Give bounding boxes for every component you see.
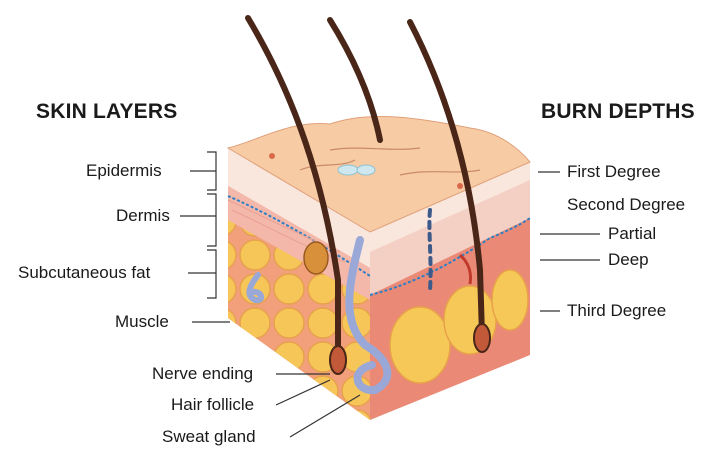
label-hair-follicle: Hair follicle: [171, 396, 254, 413]
skin-layers-heading: SKIN LAYERS: [36, 100, 177, 124]
label-deep: Deep: [608, 251, 649, 268]
red-spot: [269, 153, 275, 159]
label-sweat-gland: Sweat gland: [162, 428, 256, 445]
label-third-degree: Third Degree: [567, 302, 666, 319]
label-dermis: Dermis: [116, 207, 170, 224]
hair-follicle: [474, 324, 490, 352]
burn-depth-leaders: [538, 172, 600, 311]
label-first-degree: First Degree: [567, 163, 661, 180]
label-second-degree: Second Degree: [567, 196, 685, 213]
label-nerve-ending: Nerve ending: [152, 365, 253, 382]
blister: [357, 165, 375, 175]
label-epidermis: Epidermis: [86, 162, 162, 179]
sebaceous-gland: [304, 242, 328, 274]
burn-depths-heading: BURN DEPTHS: [541, 100, 695, 124]
label-partial: Partial: [608, 225, 656, 242]
label-subcutaneous-fat: Subcutaneous fat: [18, 264, 150, 281]
label-muscle: Muscle: [115, 313, 169, 330]
red-spot: [457, 183, 463, 189]
hair-follicle: [330, 346, 346, 374]
blister: [338, 165, 358, 175]
